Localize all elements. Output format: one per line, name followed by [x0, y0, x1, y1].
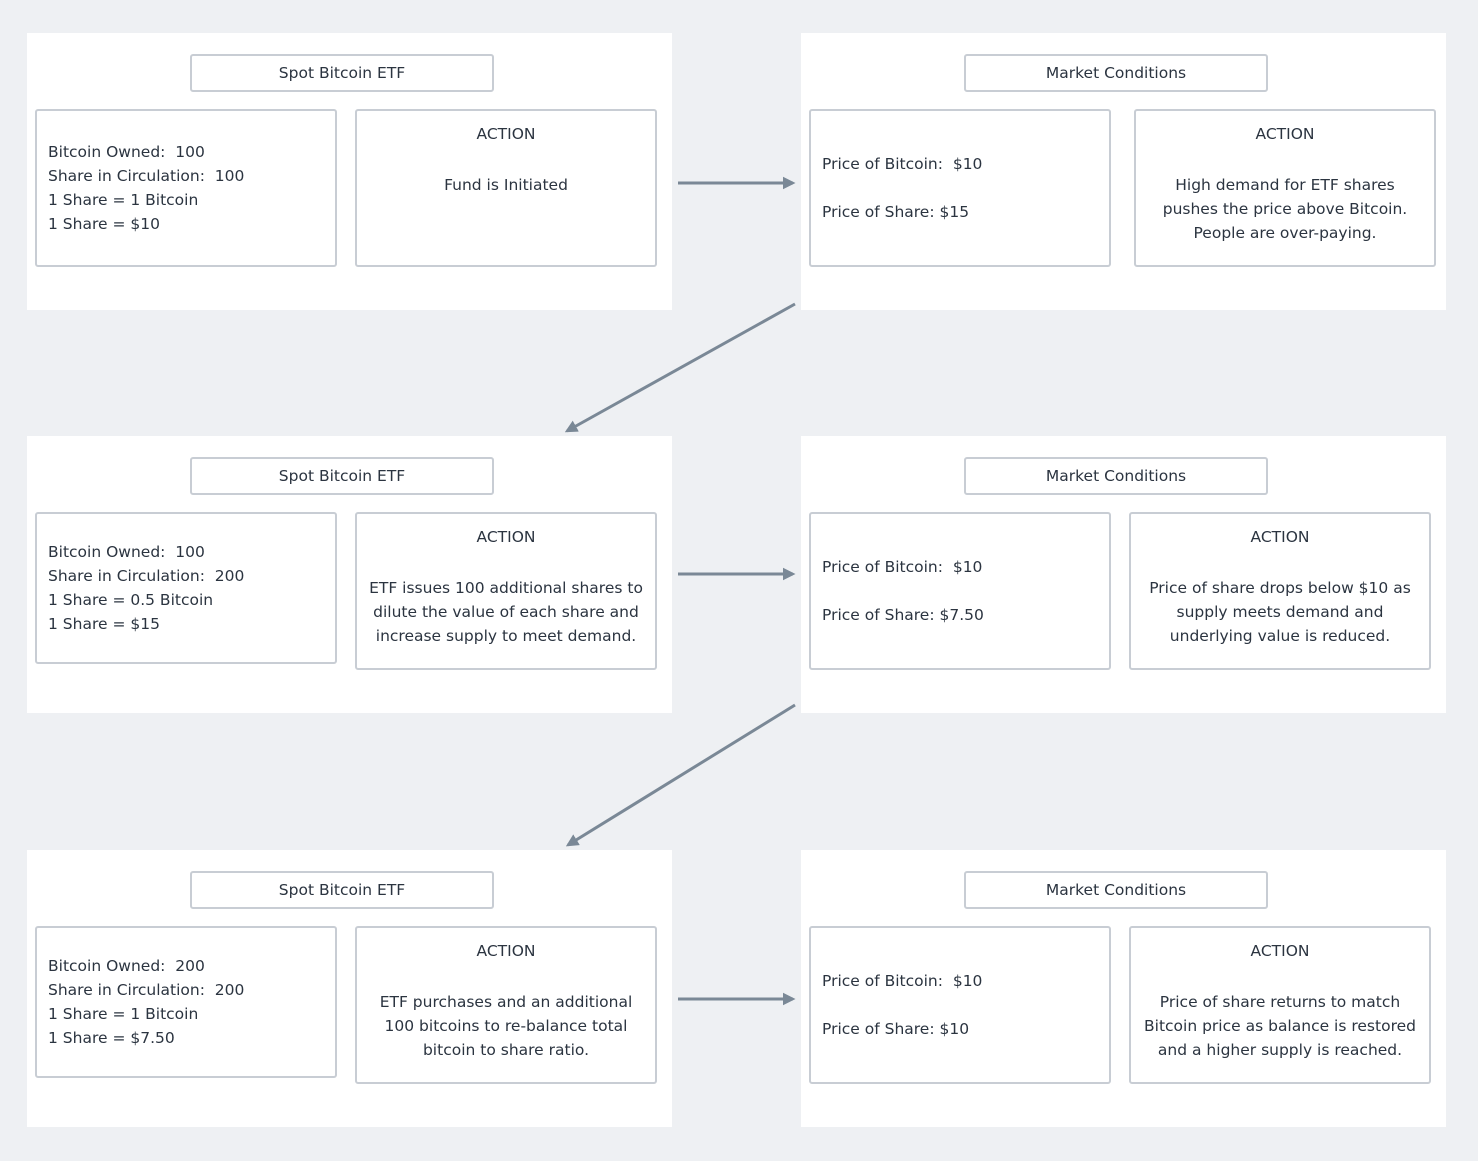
price-of-share: Price of Share: $15: [822, 203, 970, 221]
market-action-2: ACTION Price of share drops below $10 as…: [1129, 512, 1431, 670]
market-action-1: ACTION High demand for ETF shares pushes…: [1134, 109, 1436, 267]
price-of-bitcoin: Price of Bitcoin: $10: [822, 972, 983, 990]
etf-holdings-2: Bitcoin Owned: 100 Share in Circulation:…: [35, 512, 337, 664]
market-title-1: Market Conditions: [964, 54, 1268, 92]
etf-line: Share in Circulation: 200: [48, 981, 245, 999]
action-heading: ACTION: [476, 125, 536, 143]
etf-line: 1 Share = $7.50: [48, 1029, 175, 1047]
etf-panel-1: Spot Bitcoin ETF Bitcoin Owned: 100 Shar…: [27, 33, 672, 310]
etf-action-2: ACTION ETF issues 100 additional shares …: [355, 512, 657, 670]
etf-line: 1 Share = 1 Bitcoin: [48, 191, 199, 209]
etf-line: 1 Share = $10: [48, 215, 160, 233]
etf-line: Bitcoin Owned: 100: [48, 543, 205, 561]
market-panel-2: Market Conditions Price of Bitcoin: $10 …: [801, 436, 1446, 713]
etf-line: 1 Share = 1 Bitcoin: [48, 1005, 199, 1023]
etf-holdings-3: Bitcoin Owned: 200 Share in Circulation:…: [35, 926, 337, 1078]
action-heading: ACTION: [1250, 528, 1310, 546]
action-heading: ACTION: [1250, 942, 1310, 960]
action-heading: ACTION: [476, 528, 536, 546]
market-action-3: ACTION Price of share returns to match B…: [1129, 926, 1431, 1084]
price-of-bitcoin: Price of Bitcoin: $10: [822, 155, 983, 173]
action-text: ETF issues 100 additional shares to dilu…: [369, 579, 643, 645]
etf-title-3: Spot Bitcoin ETF: [190, 871, 494, 909]
etf-title-2: Spot Bitcoin ETF: [190, 457, 494, 495]
action-heading: ACTION: [476, 942, 536, 960]
etf-panel-2: Spot Bitcoin ETF Bitcoin Owned: 100 Shar…: [27, 436, 672, 713]
etf-line: 1 Share = $15: [48, 615, 160, 633]
action-heading: ACTION: [1255, 125, 1315, 143]
etf-line: Bitcoin Owned: 200: [48, 957, 205, 975]
price-of-bitcoin: Price of Bitcoin: $10: [822, 558, 983, 576]
market-prices-3: Price of Bitcoin: $10 Price of Share: $1…: [809, 926, 1111, 1084]
arrow-diagonal-1: [564, 302, 796, 433]
arrow-diagonal-2: [565, 703, 796, 847]
action-text: ETF purchases and an additional 100 bitc…: [379, 993, 633, 1059]
etf-panel-3: Spot Bitcoin ETF Bitcoin Owned: 200 Shar…: [27, 850, 672, 1127]
market-prices-2: Price of Bitcoin: $10 Price of Share: $7…: [809, 512, 1111, 670]
action-text: Fund is Initiated: [444, 176, 568, 194]
etf-line: Bitcoin Owned: 100: [48, 143, 205, 161]
etf-holdings-1: Bitcoin Owned: 100 Share in Circulation:…: [35, 109, 337, 267]
etf-action-1: ACTION Fund is Initiated: [355, 109, 657, 267]
market-title-3: Market Conditions: [964, 871, 1268, 909]
etf-action-3: ACTION ETF purchases and an additional 1…: [355, 926, 657, 1084]
market-panel-1: Market Conditions Price of Bitcoin: $10 …: [801, 33, 1446, 310]
action-text: High demand for ETF shares pushes the pr…: [1162, 176, 1408, 242]
market-title-2: Market Conditions: [964, 457, 1268, 495]
market-panel-3: Market Conditions Price of Bitcoin: $10 …: [801, 850, 1446, 1127]
action-text: Price of share returns to match Bitcoin …: [1144, 993, 1416, 1059]
etf-title-1: Spot Bitcoin ETF: [190, 54, 494, 92]
etf-line: Share in Circulation: 200: [48, 567, 245, 585]
action-text: Price of share drops below $10 as supply…: [1149, 579, 1411, 645]
etf-line: Share in Circulation: 100: [48, 167, 245, 185]
price-of-share: Price of Share: $10: [822, 1020, 970, 1038]
market-prices-1: Price of Bitcoin: $10 Price of Share: $1…: [809, 109, 1111, 267]
etf-line: 1 Share = 0.5 Bitcoin: [48, 591, 214, 609]
price-of-share: Price of Share: $7.50: [822, 606, 984, 624]
